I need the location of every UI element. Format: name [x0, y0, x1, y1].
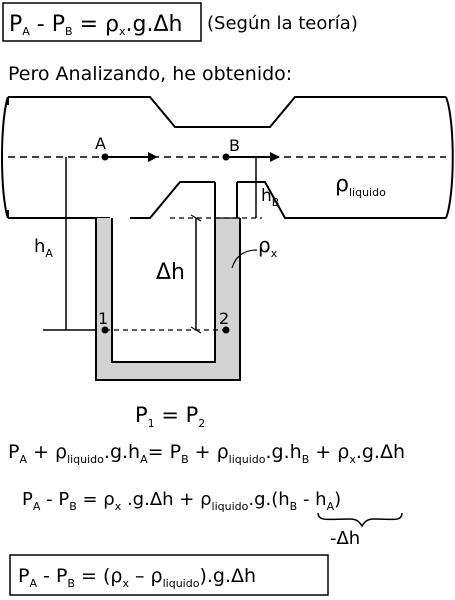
manometer-fluid	[96, 218, 240, 380]
manometer-outer	[95, 218, 241, 381]
rho-x-label: ρx	[258, 233, 278, 260]
final-formula-box	[9, 554, 329, 596]
final-formula: PA - PB = (ρx – ρliquido).g.Δh	[18, 565, 256, 590]
pipe-bottom-right	[237, 181, 446, 219]
pipe-left-end	[1, 96, 9, 219]
delta-h-label: Δh	[156, 260, 185, 285]
equation-3: PA - PB = ρx .g.Δh + ρliquido.g.(hB - hA…	[22, 489, 341, 513]
underbrace	[317, 512, 403, 528]
pipe-top-wall	[8, 96, 446, 128]
point-a-dot	[101, 153, 109, 161]
point-2-dot	[222, 326, 230, 334]
point-b-dot	[222, 153, 230, 161]
point-a-label: A	[95, 134, 106, 153]
underbrace-label: -Δh	[330, 528, 360, 549]
header-formula-box	[2, 2, 202, 42]
pipe-bottom-constriction	[130, 181, 215, 219]
point-2-label: 2	[219, 309, 229, 328]
point-1-dot	[101, 326, 109, 334]
equation-2: PA + ρliquido.g.hA= PB + ρliquido.g.hB +…	[8, 441, 405, 466]
manometer-inner	[111, 182, 216, 363]
header-formula: PA - PB = ρx.g.Δh	[9, 12, 182, 38]
point-1-label: 1	[98, 309, 108, 328]
equation-1: P1 = P2	[135, 403, 205, 430]
header-note: (Según la teoría)	[207, 13, 358, 34]
arrow-a-icon	[148, 152, 158, 162]
subtitle: Pero Analizando, he obtenido:	[8, 63, 292, 85]
point-b-label: B	[229, 136, 240, 155]
rho-x-leader	[231, 249, 258, 269]
pipe-right-end	[445, 96, 454, 219]
hB-label: hB	[261, 186, 279, 209]
hA-label: hA	[34, 236, 53, 260]
rho-liquid-label: ρliquido	[335, 172, 386, 199]
arrow-b-icon	[270, 152, 280, 162]
